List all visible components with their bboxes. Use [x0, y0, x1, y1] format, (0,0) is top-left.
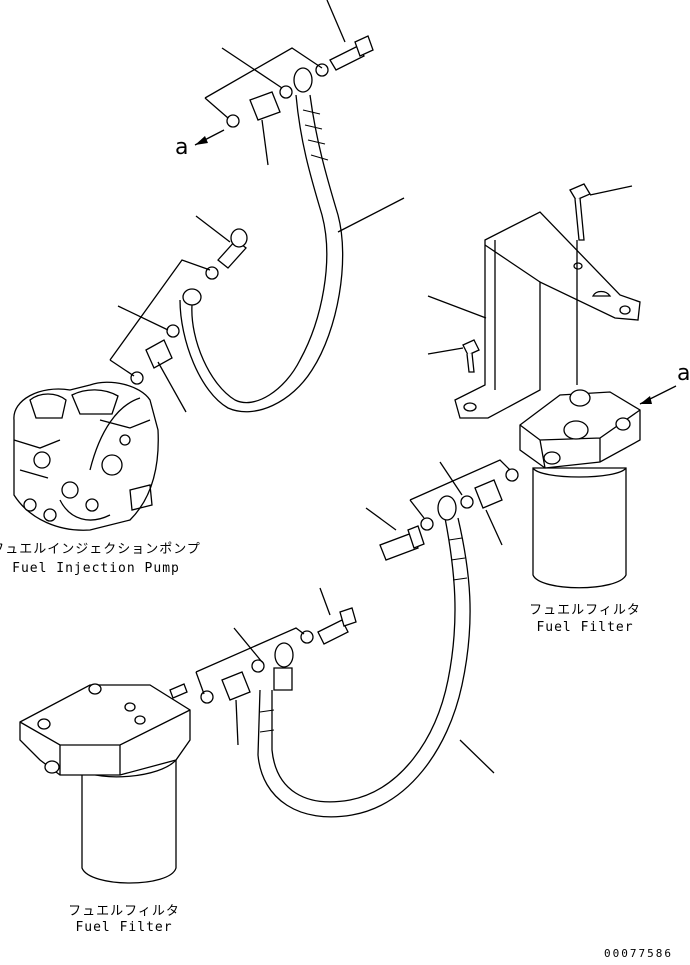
fuel-injection-pump	[13, 381, 159, 531]
bracket	[454, 183, 641, 419]
fuel-filter-right-en-label: Fuel Filter	[536, 620, 634, 635]
fuel-injection-pump-en-label: Fuel Injection Pump	[12, 561, 180, 576]
drawing-number: 00077586	[604, 947, 673, 960]
bracket-leader-lines	[427, 185, 633, 355]
reference-mark-a-top: a	[175, 135, 189, 160]
lower-fittings	[200, 468, 519, 704]
upper-fittings	[130, 35, 374, 385]
lower-hose	[257, 495, 471, 818]
fuel-filter-left	[19, 683, 191, 884]
fuel-filter-left-jp-label: フュエルフィルタ	[68, 904, 180, 919]
fuel-filter-left-en-label: Fuel Filter	[75, 920, 173, 935]
fuel-filter-right	[519, 385, 677, 589]
fuel-injection-pump-jp-label: フュエルインジェクションポンプ	[0, 542, 201, 557]
lower-leader-lines	[195, 459, 511, 774]
reference-mark-a-right: a	[677, 361, 690, 386]
fuel-filter-right-jp-label: フュエルフィルタ	[529, 603, 641, 618]
upper-leader-lines	[109, 0, 405, 413]
upper-hose	[179, 67, 344, 413]
